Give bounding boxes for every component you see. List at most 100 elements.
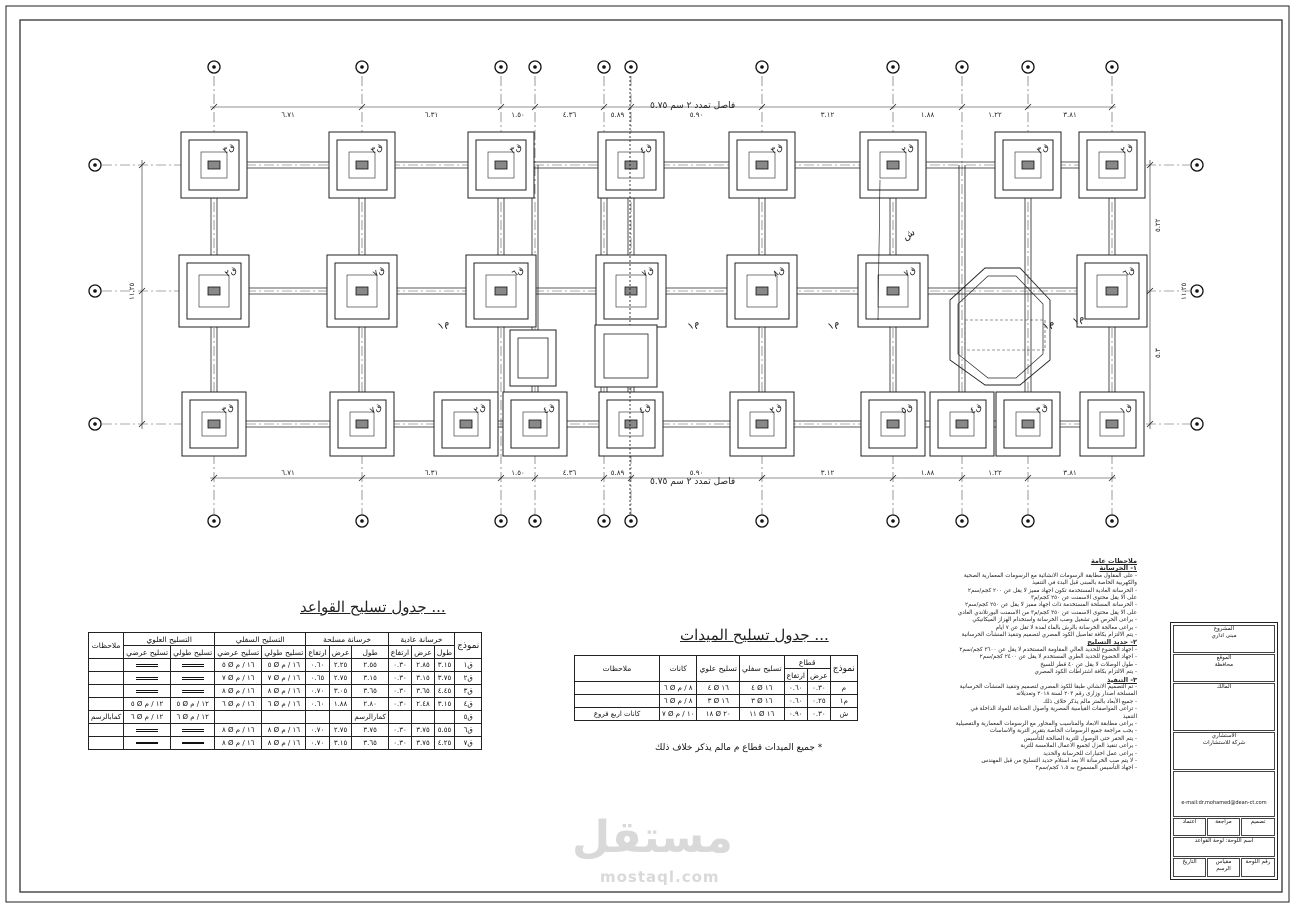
dimension-text: ٣.٨١ (1063, 469, 1077, 477)
footing-cell-pc-height: ٠.٣٠ (387, 736, 413, 750)
footing-cell-rc-width: ٣.١٥ (328, 736, 353, 750)
footing-cell-bot-cross: ٦ Ø ١٦ / م (214, 697, 263, 711)
tb-consultant-value: شركة للاستشارات (1202, 740, 1246, 746)
footing-cell-rc-length: ٢.٨٠ (351, 697, 389, 711)
footing-cell-rc-height (305, 710, 330, 724)
note-line: - يتم الالتزام بكافة اشتراطات الكود المص… (1034, 669, 1137, 676)
grid-bubble-dot (212, 65, 216, 69)
dimension-tick (138, 287, 146, 295)
footing-pedestal (198, 274, 230, 308)
beam-cell-stirrups: ٦ Ø ٨ / م (658, 694, 698, 708)
footing-cell-pc-length: ٣.١٥ (433, 697, 456, 711)
dimension-tick (531, 474, 539, 482)
grid-bubble-dot (499, 65, 503, 69)
beam-cell-notes (574, 694, 660, 708)
footing-pedestal (1099, 411, 1125, 437)
beams-table-title: جدول تسليح الميدات ... (680, 626, 829, 644)
tb-owner: المالك (1173, 683, 1275, 731)
column (355, 286, 369, 296)
col-notes: ملاحظات (87, 632, 125, 659)
footing-cell-notes (87, 697, 125, 711)
footing-pedestal (748, 151, 776, 179)
tb-email: e-mail:dr.mohamed@dean-ct.com (1181, 800, 1267, 806)
grid-bubble-dot (533, 519, 537, 523)
inner-border (19, 19, 1283, 893)
footing-cell-pc-height: ٠.٣٠ (387, 684, 413, 698)
footing-cell-top-long (170, 723, 216, 737)
stair-core (964, 319, 1046, 351)
footing-cell-bot-long: ٧ Ø ١٦ / م (261, 671, 307, 685)
dimension-text: ٦.٧١ (281, 111, 295, 119)
notes-sec2-lines: - اجهاد الخضوع للحديد العالي المقاومة ال… (955, 647, 1137, 677)
col-length-pc: طول (433, 645, 456, 659)
grid-bubble-dot (602, 65, 606, 69)
top-rft-line (181, 742, 204, 744)
footing-cell-rc-length: ٢.٥٥ (351, 658, 389, 672)
tb-designer: تصميم (1241, 818, 1275, 836)
column (755, 419, 769, 429)
grid-bubble-dot (1026, 519, 1030, 523)
grid-bubble-dot (212, 519, 216, 523)
dimension-tick (358, 474, 366, 482)
dimension-text: ١.٢٢ (988, 469, 1002, 477)
col-height-pc: ارتفاع (387, 645, 413, 659)
note-line: - اجهاد الخضوع للحديد العالي المقاومة ال… (959, 646, 1137, 653)
dimension-tick (1146, 287, 1154, 295)
footing-cell-bot-long: ٨ Ø ١٦ / م (261, 736, 307, 750)
grid-bubble-dot (360, 65, 364, 69)
dimension-tick (210, 103, 218, 111)
note-line: - اجهاد الخضوع للحديد الطري المستخدم لا … (979, 654, 1137, 661)
col-cross-rft-bot: تسليح عرضي (214, 645, 263, 659)
footing-small-inner (517, 337, 549, 379)
top-rft-line (136, 663, 159, 667)
footing-pedestal (1015, 411, 1041, 437)
dimension-tick (627, 103, 635, 111)
footing-cell-pc-height: ٠.٣٠ (387, 658, 413, 672)
footing-cell-top-long (170, 671, 216, 685)
expansion-joint-label: فاصل تمدد ٢ سم ٥.٧٥ (650, 101, 735, 111)
note-line: على الا يقل محتوى الاسمنت عن ٢٥٠ كجم/م٣ (1030, 595, 1137, 602)
tb-project-label: المشروع (1213, 626, 1235, 632)
beam-cell-width: ٠.٢٥ (807, 694, 831, 708)
beam-cell-model: ش (829, 707, 859, 721)
expansion-joint-label: فاصل تمدد ٢ سم ٥.٧٥ (650, 477, 735, 487)
beam-label: م١ (826, 317, 842, 332)
footing-cell-notes (87, 658, 125, 672)
footing-cell-rc-width: ٢.٧٥ (328, 723, 353, 737)
dimension-text: ٥.٩٠ (690, 111, 704, 119)
footing-cell-top-long (170, 684, 216, 698)
beam-cell-model: م (829, 681, 859, 695)
tb-office: e-mail:dr.mohamed@dean-ct.com (1173, 771, 1275, 817)
dimension-tick (531, 103, 539, 111)
note-line: - اجهاد التأسيس المسموح به ١.٥ كجم/سم٢ (1035, 765, 1137, 772)
footing-cell-bot-long (261, 710, 307, 724)
beam-col-stirrups: كانات (658, 655, 698, 682)
tb-project: المشروع مبنى اداري (1173, 625, 1275, 653)
note-line: - جميع الأبعاد بالمتر مالم يذكر خلاف ذلك (1043, 698, 1137, 705)
footing-cell-bot-long: ٥ Ø ١٦ / م (261, 658, 307, 672)
column (1105, 419, 1119, 429)
beam-label: م١ (686, 317, 702, 332)
col-width-pc: عرض (411, 645, 435, 659)
footing-pedestal (877, 274, 909, 308)
notes-title: ملاحظات عامة (1090, 557, 1137, 565)
footing-cell-rc-width: ٢.٧٥ (328, 671, 353, 685)
note-line: - طول الوصلات لا يقل عن ٤٠ قطر للسيخ (1040, 661, 1137, 668)
beams-footnote: * جميع الميدات قطاع م مالم يذكر خلاف ذلك (655, 743, 823, 753)
footing-cell-model: ق١ (454, 658, 483, 672)
grid-bubble-dot (629, 65, 633, 69)
beam-col-width: عرض (807, 668, 831, 682)
footing-cell-model: ق٦ (454, 723, 483, 737)
col-reinforced-concrete: خرسانة مسلحة (305, 632, 389, 646)
column (207, 286, 221, 296)
column (755, 286, 769, 296)
beam-label: م١ (436, 317, 452, 332)
column (355, 160, 369, 170)
footing-cell-pc-width: ٢.٨٥ (411, 658, 435, 672)
dimension-text: ٥.٣ (1154, 348, 1162, 358)
grid-bubble-dot (533, 65, 537, 69)
dimension-tick (358, 103, 366, 111)
